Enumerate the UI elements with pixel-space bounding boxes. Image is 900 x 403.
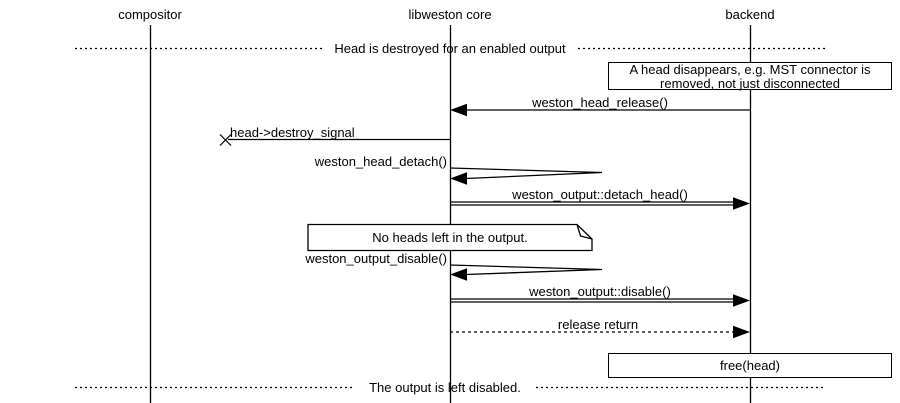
arrowhead-weston-head-detach [450,172,467,185]
arrowhead-weston-output-disable [450,268,467,281]
participant-libweston-core: libweston core [408,7,492,22]
message-label-release-return: release return [557,317,639,332]
arrowhead-disable [733,294,750,307]
message-label-detach-head: weston_output::detach_head() [512,187,688,202]
divider-top-caption: Head is destroyed for an enabled output [334,41,566,56]
box-free-head: free(head) [608,353,892,378]
message-label-weston-head-detach: weston_head_detach() [314,154,447,169]
divider-bottom-caption: The output is left disabled. [369,380,521,395]
arrowhead-release-return [733,325,750,339]
self-arrow-weston-output-disable [449,264,603,276]
message-label-weston-output-disable: weston_output_disable() [305,251,447,266]
arrowhead-detach-head [733,197,750,210]
note-head-disappears-line1: A head disappears, e.g. MST connector is [629,62,871,77]
note-head-disappears: A head disappears, e.g. MST connector is… [608,62,892,91]
participant-backend: backend [725,7,775,22]
note-fold-crease [576,224,593,240]
lost-message-cross-icon [219,134,232,146]
participant-compositor: compositor [118,7,182,22]
message-label-disable: weston_output::disable() [529,284,671,299]
message-label-weston-head-release: weston_head_release() [532,95,668,110]
message-label-destroy-signal: head->destroy_signal [230,125,355,140]
arrowhead-weston-head-release [450,103,467,117]
note-head-disappears-line2: removed, not just disconnected [660,76,840,91]
box-free-head-label: free(head) [720,357,780,373]
note-no-heads-box [307,223,593,252]
note-no-heads-text: No heads left in the output. [372,230,528,245]
self-arrow-weston-head-detach [449,167,603,180]
